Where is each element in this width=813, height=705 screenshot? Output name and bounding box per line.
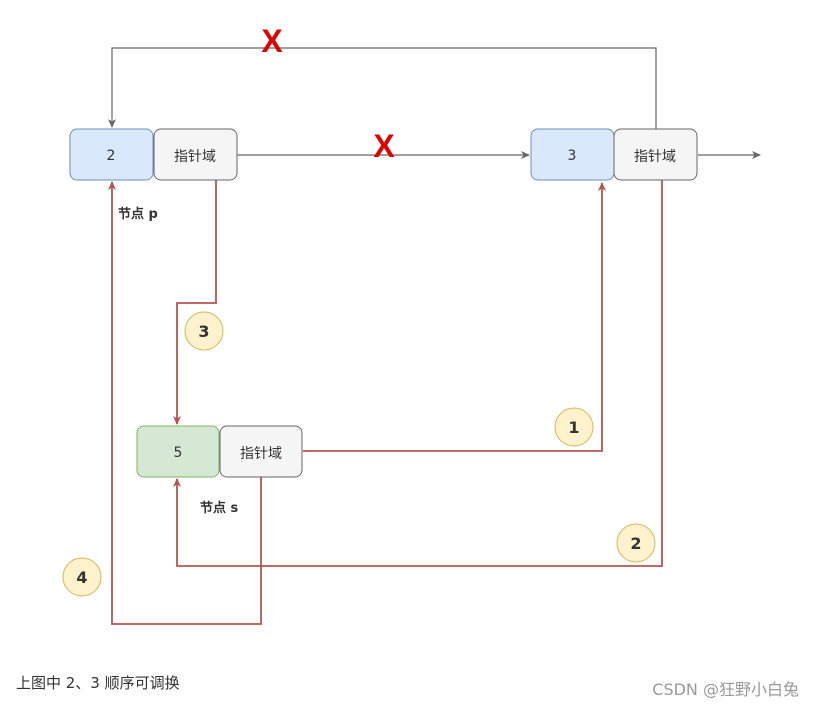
link-step3-p-to-s [173, 180, 217, 425]
csdn-watermark: CSDN @狂野小白兔 [652, 680, 799, 699]
step-badge-2-circle [616, 523, 656, 563]
node-s-data-box [136, 425, 220, 478]
removed-link-middle-mark: X [373, 128, 395, 164]
step-badge-3: 3 [184, 311, 224, 351]
step-badge-3-label: 3 [198, 322, 209, 341]
node-s-value: 5 [174, 445, 183, 461]
step-badge-3-circle [184, 311, 224, 351]
node-s-pointer-box [219, 425, 303, 478]
node-p-data-box [69, 128, 154, 181]
node-p-pointer-label: 指针域 [174, 149, 216, 165]
step-badge-4-label: 4 [76, 568, 87, 587]
step-badge-4-circle [62, 557, 102, 597]
node-p: 2 指针域 节点 p [69, 128, 238, 222]
node-q-value: 3 [568, 148, 577, 164]
node-q-pointer-box [613, 128, 698, 181]
node-p-pointer-box [153, 128, 238, 181]
node-p-value: 2 [107, 148, 116, 164]
step-badge-1-circle [554, 407, 594, 447]
step-badge-1-label: 1 [568, 418, 579, 437]
step-badge-2-label: 2 [630, 534, 641, 553]
step-badge-1: 1 [554, 407, 594, 447]
step-badge-2: 2 [616, 523, 656, 563]
node-s-pointer-label: 指针域 [240, 446, 282, 462]
removed-link-top-mark: X [261, 23, 283, 59]
link-step1-s-to-q [303, 182, 606, 452]
link-step2-q-to-s [173, 180, 663, 567]
step-badge-4: 4 [62, 557, 102, 597]
old-link-q-to-p [108, 47, 657, 129]
node-p-name: 节点 p [118, 206, 158, 222]
link-step4-s-to-p [108, 181, 262, 625]
node-s-name: 节点 s [200, 500, 239, 516]
node-q-pointer-label: 指针域 [634, 149, 676, 165]
node-s: 5 指针域 节点 s [136, 425, 303, 516]
node-q: 3 指针域 [530, 128, 698, 181]
figure-caption: 上图中 2、3 顺序可调换 [16, 674, 180, 692]
